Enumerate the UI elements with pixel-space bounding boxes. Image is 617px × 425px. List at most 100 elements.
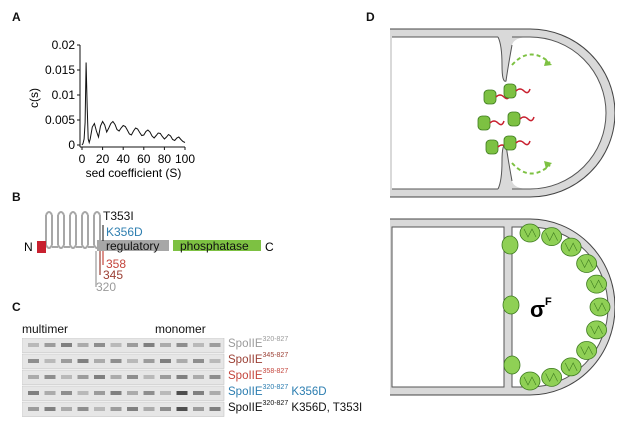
spoiie-protein: [485, 139, 499, 155]
mutation-t353i: T353I: [103, 209, 134, 223]
panel-letter-b: B: [12, 190, 21, 204]
x-tick-label: 20: [96, 152, 110, 166]
regulatory-label: regulatory: [106, 239, 159, 253]
native-gel-blots: [22, 338, 225, 417]
gel-band: [209, 391, 221, 395]
protein-name: SpoIIE: [228, 370, 263, 382]
mutation-suffix: K356D, T353I: [288, 402, 363, 414]
gel-band: [77, 359, 89, 363]
gel-band: [61, 407, 72, 411]
gel-band: [127, 375, 138, 379]
protein-name: SpoIIE: [228, 386, 263, 398]
gel-band: [160, 359, 171, 363]
gel-band: [61, 359, 72, 363]
mutation-suffix: K356D: [288, 386, 327, 398]
gel-band: [110, 375, 122, 379]
construct-range: 358-827: [262, 368, 289, 375]
y-tick-label: 0: [68, 138, 75, 152]
y-tick-label: 0.015: [45, 63, 75, 77]
phosphatase-label: phosphatase: [180, 239, 249, 253]
gel-band: [193, 391, 204, 395]
spoiie-protein: [503, 83, 517, 99]
gel-band: [28, 359, 39, 363]
release-arrow-top: [511, 53, 551, 66]
gel-band: [127, 391, 138, 395]
panel-letter-d: D: [366, 10, 375, 24]
gel-band: [143, 343, 155, 347]
gel-band: [193, 359, 204, 363]
gel-band: [61, 343, 72, 347]
gel-band: [176, 359, 188, 363]
c-terminus-label: C: [265, 240, 274, 254]
gel-band: [143, 391, 155, 395]
truncation-358-label: 358: [106, 257, 126, 271]
gel-band: [77, 375, 89, 379]
x-tick-label: 40: [117, 152, 131, 166]
gel-band: [94, 407, 105, 411]
gel-band: [193, 375, 204, 379]
gel-band: [77, 407, 89, 411]
domain-diagram: N regulatory phosphatase C T353I K356D 3…: [24, 209, 274, 294]
phosphatase-domain: [173, 240, 261, 251]
gel-band: [94, 359, 105, 363]
x-tick-label: 100: [175, 152, 195, 166]
gel-band: [28, 407, 39, 411]
gel-strip: [22, 353, 225, 369]
gel-band: [77, 391, 89, 395]
truncation-345-label: 345: [103, 268, 123, 282]
gel-band: [110, 343, 122, 347]
gel-band: [127, 359, 138, 363]
x-tick-label: 60: [137, 152, 151, 166]
gel-band: [44, 391, 56, 395]
y-tick-label: 0.02: [52, 38, 76, 52]
gel-band: [94, 343, 105, 347]
transmembrane-helices: [40, 211, 101, 249]
membrane-anchor: [515, 140, 531, 146]
gel-band: [94, 391, 105, 395]
gel-band: [61, 391, 72, 395]
gel-band: [143, 407, 155, 411]
gel-band: [44, 375, 56, 379]
mutation-k356d: K356D: [106, 225, 143, 239]
y-tick-label: 0.005: [45, 113, 75, 127]
gel-row-label: SpoIIE345-827: [228, 352, 288, 366]
monomer-label: monomer: [155, 322, 206, 336]
construct-range: 320-827: [262, 384, 289, 391]
sporulation-cartoon: σ F: [390, 28, 615, 396]
construct-range: 320-827: [262, 400, 289, 407]
predivisional-cell: [390, 28, 615, 198]
gel-band: [176, 375, 188, 379]
protein-name: SpoIIE: [228, 402, 263, 414]
spoiie-protein: [483, 89, 497, 105]
gel-band: [160, 407, 171, 411]
x-tick-label: 0: [79, 152, 86, 166]
gel-band: [127, 343, 138, 347]
gel-band: [143, 375, 155, 379]
gel-strip: [22, 338, 225, 353]
gel-band: [44, 359, 56, 363]
protein-name: SpoIIE: [228, 354, 263, 366]
gel-band: [193, 407, 204, 411]
gel-band: [160, 375, 171, 379]
sigma-f-superscript: F: [545, 296, 552, 308]
gel-band: [209, 359, 221, 363]
release-arrow-bottom: [511, 162, 551, 175]
gel-band: [44, 407, 56, 411]
y-axis-label: c(s): [27, 88, 41, 108]
gel-band: [61, 375, 72, 379]
construct-range: 320-827: [262, 336, 289, 343]
gel-band: [110, 359, 122, 363]
x-tick-label: 80: [158, 152, 172, 166]
gel-band: [209, 375, 221, 379]
gel-strip: [22, 369, 225, 385]
cs-distribution-line: [81, 62, 186, 146]
gel-band: [44, 343, 56, 347]
gel-band: [110, 391, 122, 395]
forespore-cell: σ F: [390, 218, 615, 396]
spoiie-protein: [507, 111, 521, 127]
truncation-320-label: 320: [96, 280, 116, 294]
gel-band: [110, 407, 122, 411]
multimer-label: multimer: [22, 322, 69, 336]
gel-row-label: SpoIIE320-827 K356D, T353I: [228, 400, 362, 414]
